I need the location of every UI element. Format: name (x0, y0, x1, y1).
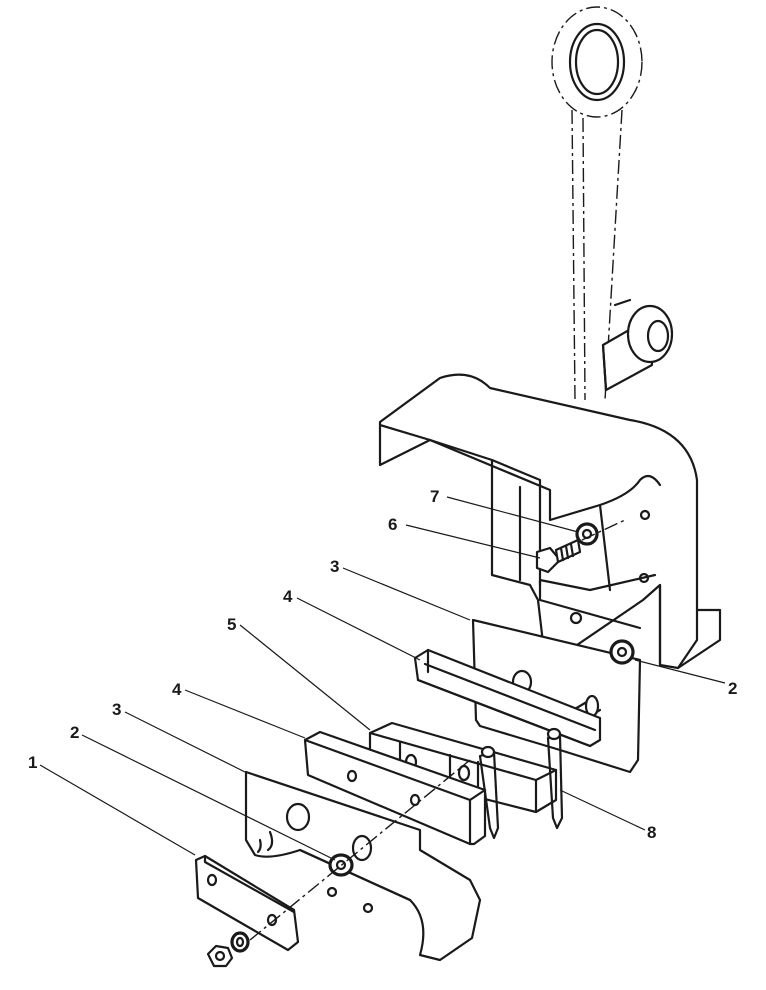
callout-3-right: 3 (330, 557, 339, 576)
assembly-axis (249, 519, 626, 941)
callout-4-left: 4 (172, 680, 182, 699)
callout-7: 7 (430, 487, 439, 506)
callout-2-left: 2 (70, 723, 79, 742)
clamp-plate-1 (194, 854, 300, 952)
lock-washer (230, 931, 250, 953)
clevis-bracket (601, 298, 674, 392)
washer-2-right (609, 639, 635, 665)
callout-8: 8 (647, 823, 656, 842)
callout-3-left: 3 (112, 700, 121, 719)
leader-lines (39, 496, 726, 861)
callout-6: 6 (388, 515, 397, 534)
channel-4-right (413, 648, 602, 748)
callout-2-right: 2 (728, 679, 737, 698)
lifting-arm (551, 6, 643, 401)
callout-1: 1 (28, 753, 37, 772)
pad-plate-3-left (244, 770, 482, 962)
hanger-frame (378, 373, 722, 670)
bolt-6 (535, 538, 582, 574)
pin-8-left (478, 745, 500, 840)
hex-nut (206, 944, 234, 968)
channel-4-left (303, 730, 487, 846)
callout-4-right: 4 (283, 587, 293, 606)
callout-5: 5 (227, 615, 236, 634)
pin-8-right (546, 727, 564, 830)
